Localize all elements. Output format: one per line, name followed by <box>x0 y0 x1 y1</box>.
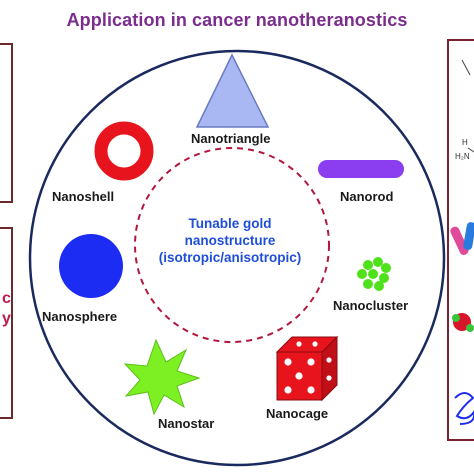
left-panel-bottom <box>0 227 13 419</box>
nanorod-icon <box>318 160 404 178</box>
nanocage-icon <box>275 335 339 402</box>
right-fragment-a: H <box>462 138 468 147</box>
right-panel-nanorod-icon <box>450 222 474 255</box>
center-label-line1: Tunable gold <box>188 216 272 231</box>
right-panel-cluster-icon <box>452 313 474 332</box>
nanocage-label: Nanocage <box>266 406 329 421</box>
center-label: Tunable gold nanostructure (isotropic/an… <box>140 215 320 266</box>
right-panel-molecule-icon <box>461 59 474 153</box>
page-title: Application in cancer nanotheranostics <box>66 10 408 30</box>
center-label-line2: nanostructure <box>184 233 276 248</box>
left-panel-top <box>0 43 13 203</box>
nanostar-label: Nanostar <box>158 416 215 431</box>
nanostar-icon <box>123 338 201 416</box>
nanosphere-icon <box>59 234 123 298</box>
right-panel-coil-icon <box>454 392 474 425</box>
nanoshell-icon <box>94 121 154 181</box>
left-fragment-2: y <box>2 310 11 327</box>
nanocluster-label: Nanocluster <box>333 298 409 313</box>
right-panel <box>447 39 474 441</box>
outer-circle <box>28 49 446 467</box>
nanoshell-label: Nanoshell <box>52 189 115 204</box>
right-fragment-b: H₂N <box>455 152 470 161</box>
inner-dashed-circle <box>134 147 330 343</box>
nanorod-label: Nanorod <box>340 189 394 204</box>
nanotriangle-icon <box>195 53 270 128</box>
nanotriangle-label: Nanotriangle <box>191 131 271 146</box>
center-label-line3: (isotropic/anisotropic) <box>158 250 302 265</box>
nanocluster-icon <box>357 257 391 291</box>
nanosphere-label: Nanosphere <box>42 309 118 324</box>
left-fragment-1: c <box>2 290 11 307</box>
